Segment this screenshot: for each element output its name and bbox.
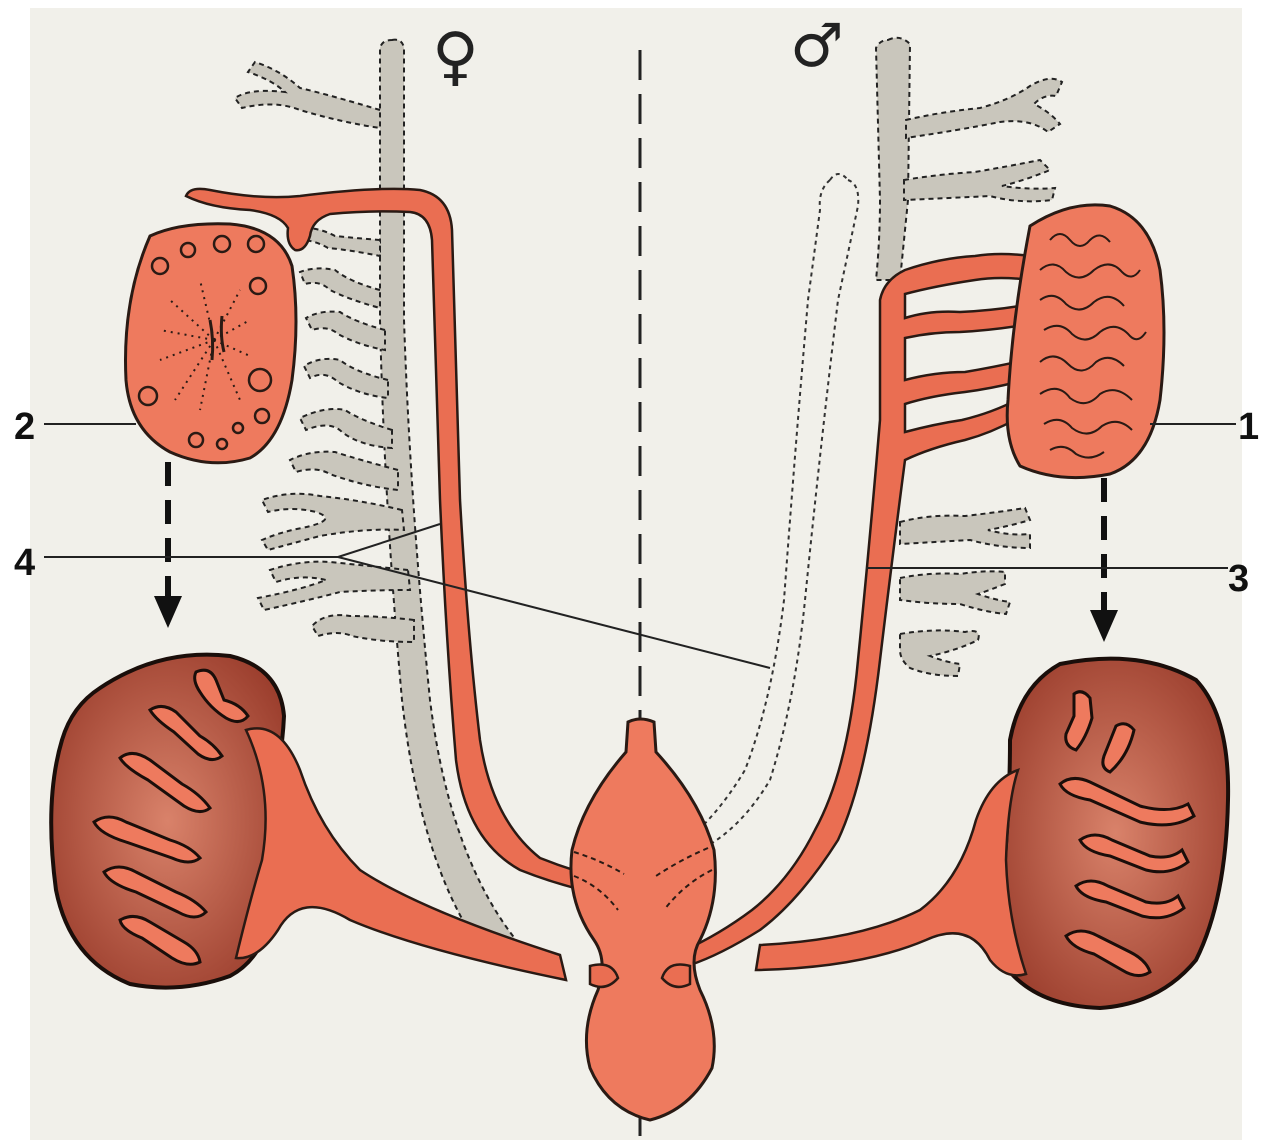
female-symbol: ♀ [432, 20, 479, 94]
callout-label-4: 4 [14, 544, 35, 582]
callout-label-1: 1 [1238, 408, 1259, 446]
male-symbol: ♂ [790, 11, 844, 81]
right-testis [1007, 205, 1164, 478]
left-ovary [126, 224, 297, 463]
callout-label-3: 3 [1228, 560, 1249, 598]
callout-label-2: 2 [14, 408, 35, 446]
